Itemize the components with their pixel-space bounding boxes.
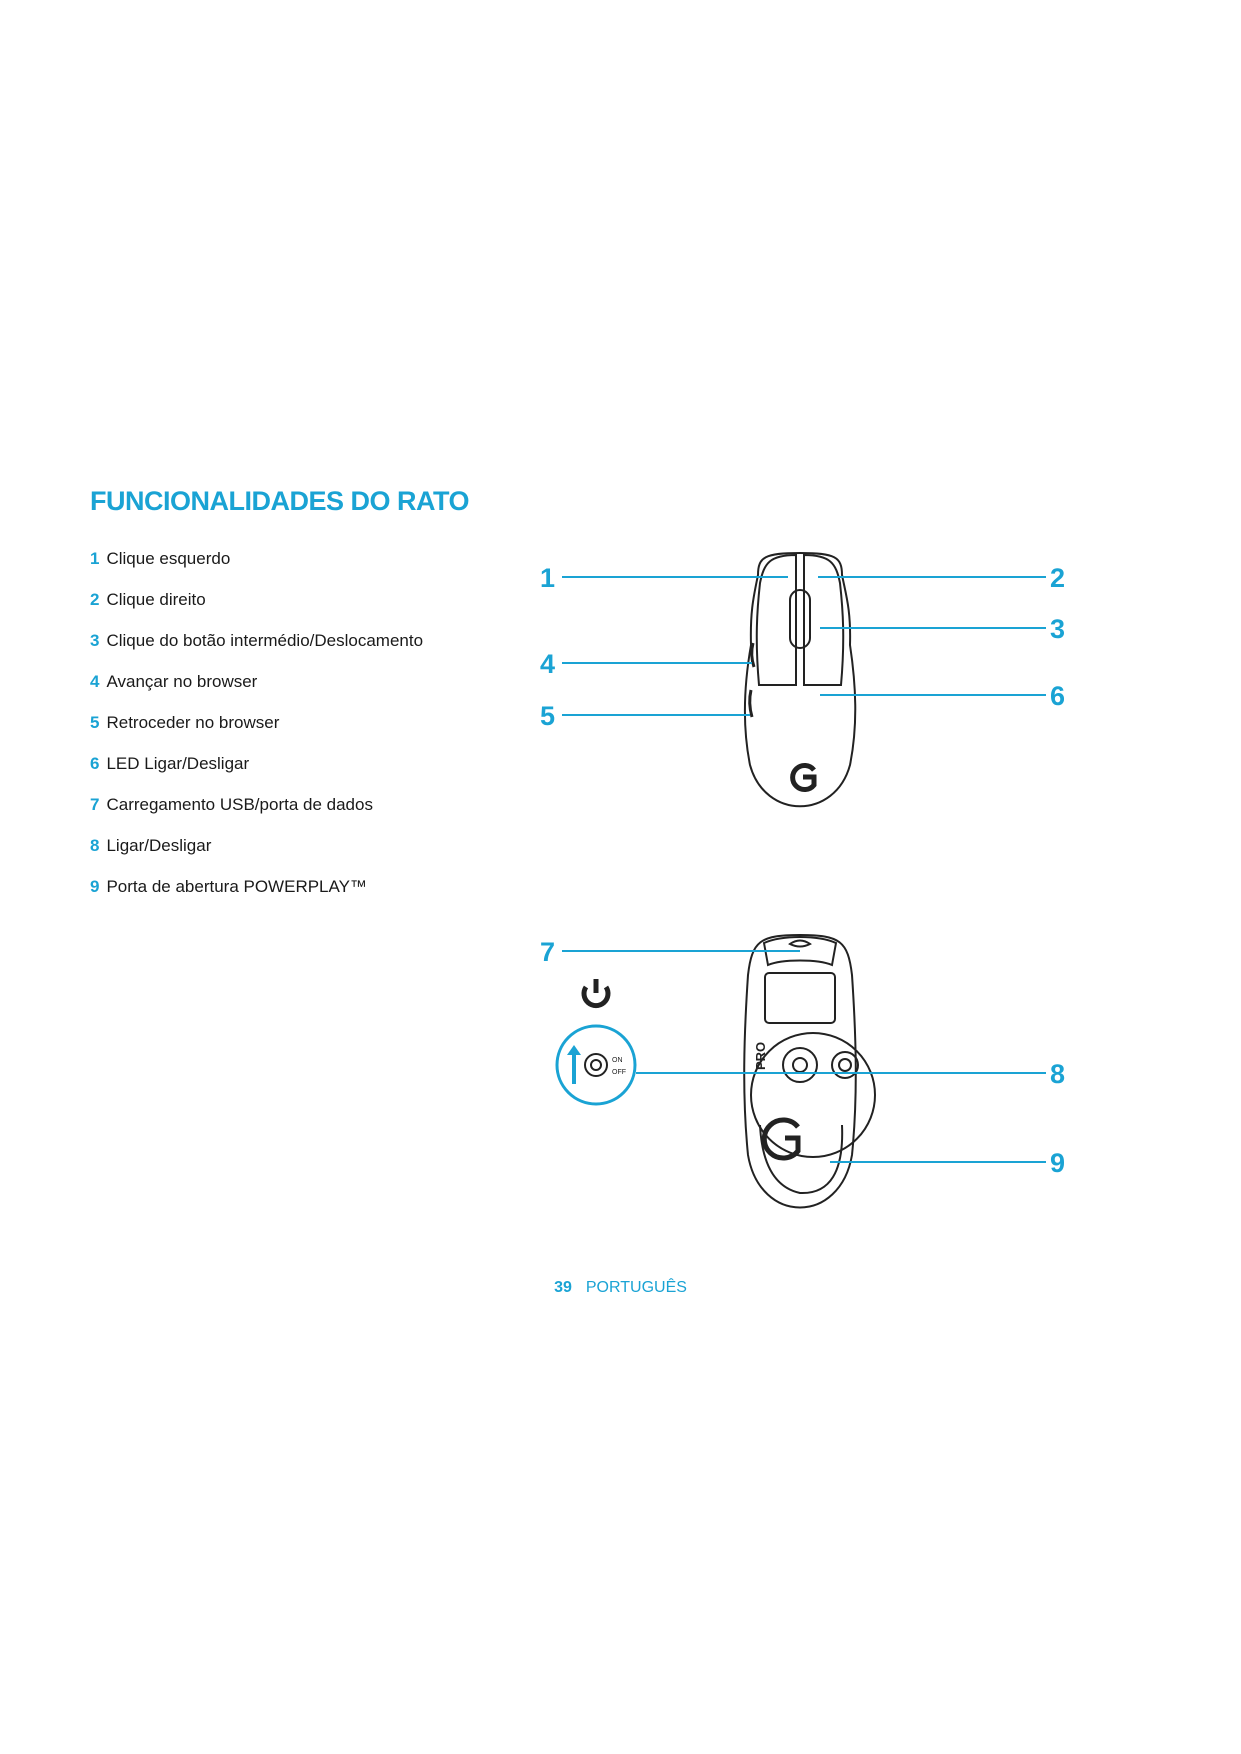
callout-3: 3 [1050,614,1065,644]
mouse-bottom-view: PRO [743,933,876,1209]
callout-5: 5 [540,701,555,731]
page-title: FUNCIONALIDADES DO RATO [90,486,470,516]
feature-label: Clique do botão intermédio/Deslocamento [106,631,424,650]
feature-label: Retroceder no browser [106,713,280,732]
feature-number: 3 [90,631,100,650]
list-item: 4 Avançar no browser [90,671,530,712]
callout-4: 4 [540,649,555,679]
mouse-diagram: PRO ON OFF 1 2 3 4 5 6 7 8 9 [540,551,1065,1209]
callout-2: 2 [1050,563,1065,593]
switch-off-label: OFF [612,1069,626,1076]
list-item: 5 Retroceder no browser [90,712,530,753]
callout-8: 8 [1050,1059,1065,1089]
feature-label: Ligar/Desligar [106,836,212,855]
feature-number: 9 [90,877,100,896]
list-item: 6 LED Ligar/Desligar [90,753,530,794]
list-item: 2 Clique direito [90,589,530,630]
feature-number: 4 [90,672,100,691]
callout-lines [562,576,1046,1163]
switch-on-label: ON [612,1057,623,1064]
feature-number: 6 [90,754,100,773]
power-icon [581,979,611,1009]
page-number: 39 [554,1279,572,1296]
callout-6: 6 [1050,681,1065,711]
feature-label: Carregamento USB/porta de dados [106,795,373,814]
feature-number: 8 [90,836,100,855]
callout-7: 7 [540,937,555,967]
feature-number: 5 [90,713,100,732]
power-switch-inset: ON OFF [555,1024,637,1106]
feature-label: LED Ligar/Desligar [106,754,250,773]
footer-language: PORTUGUÊS [585,1279,687,1296]
list-item: 7 Carregamento USB/porta de dados [90,794,530,835]
list-item: 3 Clique do botão intermédio/Deslocamento [90,630,530,671]
list-item: 1 Clique esquerdo [90,548,530,589]
feature-label: Porta de abertura POWERPLAY™ [106,877,367,896]
feature-label: Clique direito [106,590,206,609]
feature-number: 7 [90,795,100,814]
feature-label: Clique esquerdo [106,549,231,568]
mouse-top-view [743,551,857,808]
list-item: 9 Porta de abertura POWERPLAY™ [90,876,530,917]
callout-1: 1 [540,563,555,593]
list-item: 8 Ligar/Desligar [90,835,530,876]
page-footer: 39 PORTUGUÊS [0,1279,1241,1297]
feature-label: Avançar no browser [106,672,258,691]
g-logo-icon [790,763,817,792]
feature-number: 2 [90,590,100,609]
brand-text: PRO [753,1042,768,1070]
callout-numbers: 1 2 3 4 5 6 7 8 9 [540,563,1065,1178]
callout-9: 9 [1050,1148,1065,1178]
feature-list: 1 Clique esquerdo 2 Clique direito 3 Clique… [90,548,530,917]
feature-number: 1 [90,549,100,568]
